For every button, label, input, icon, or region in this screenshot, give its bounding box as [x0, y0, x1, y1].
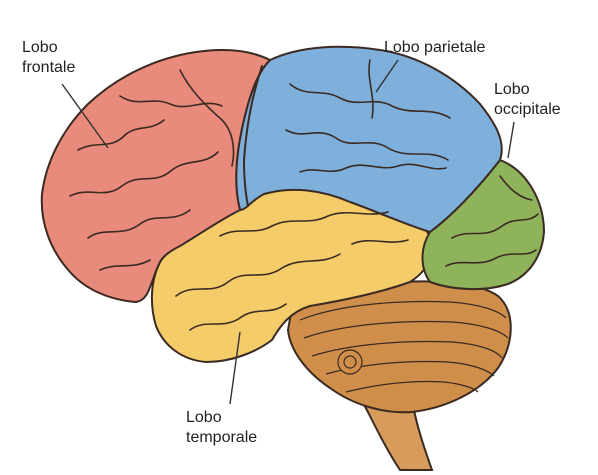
leader-line-occipital [508, 122, 514, 158]
label-temporal-line2: temporale [186, 428, 257, 448]
label-frontal-line2: frontale [22, 58, 75, 78]
label-parietal-line1: Lobo parietale [384, 38, 485, 58]
label-frontal-line1: Lobo [22, 38, 75, 58]
label-frontal-lobe: Lobo frontale [22, 38, 75, 78]
label-temporal-lobe: Lobo temporale [186, 408, 257, 448]
label-occipital-line1: Lobo [494, 80, 561, 100]
label-parietal-lobe: Lobo parietale [384, 38, 485, 58]
label-occipital-lobe: Lobo occipitale [494, 80, 561, 120]
label-occipital-line2: occipitale [494, 100, 561, 120]
label-temporal-line1: Lobo [186, 408, 257, 428]
